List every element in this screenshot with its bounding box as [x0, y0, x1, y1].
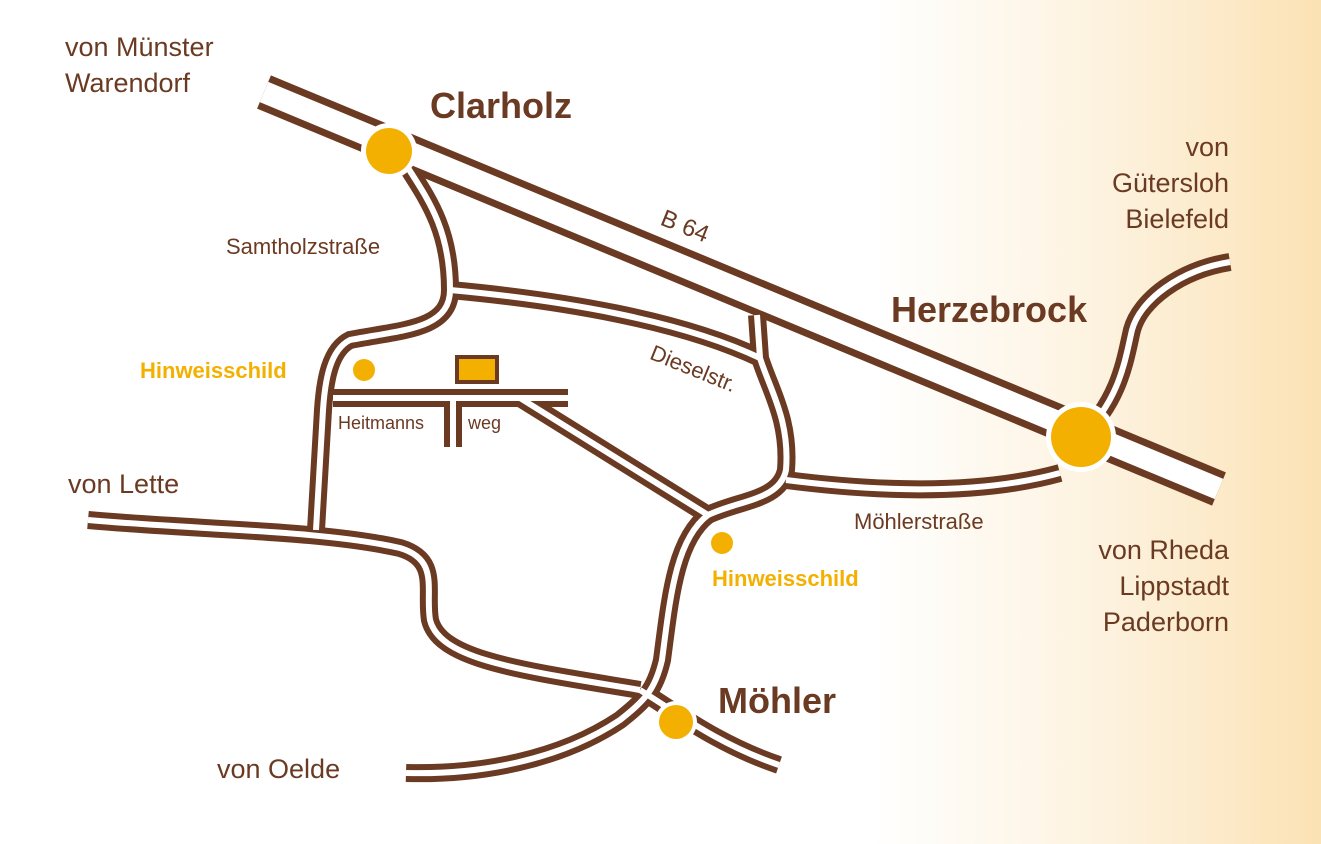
destination-marker	[455, 355, 499, 384]
road-dieselstrasse	[449, 281, 764, 367]
road-lette	[87, 511, 642, 699]
direction-line: von Münster	[65, 32, 214, 62]
sign-marker-left	[353, 359, 375, 381]
direction-oelde: von Oelde	[217, 756, 340, 792]
town-label-moehler: Möhler	[718, 680, 837, 721]
direction-lette: von Lette	[68, 471, 179, 507]
road-label-samtholzstrasse: Samtholzstraße	[226, 234, 381, 259]
direction-line: Paderborn	[1102, 607, 1229, 637]
road-label-heitmanns: Heitmanns	[338, 413, 425, 433]
direction-line: von Lette	[68, 469, 180, 499]
sign-label-left: Hinweisschild	[140, 358, 287, 383]
direction-line: Warendorf	[65, 68, 191, 98]
direction-line: von	[1185, 132, 1229, 162]
direction-line: von Rheda	[1098, 535, 1229, 565]
road-label-weg: weg	[468, 413, 502, 433]
direction-line: Bielefeld	[1125, 204, 1229, 234]
direction-line: Gütersloh	[1111, 168, 1229, 198]
sign-marker-right	[711, 532, 733, 554]
road-label-moehlerstrasse: Möhlerstraße	[854, 509, 984, 534]
direction-rheda: von Rheda Lippstadt Paderborn	[1098, 537, 1229, 645]
direction-line: Lippstadt	[1119, 571, 1229, 601]
sign-label-right: Hinweisschild	[712, 566, 859, 591]
town-label-clarholz: Clarholz	[430, 85, 573, 126]
direction-muenster: von Münster Warendorf	[65, 34, 214, 106]
direction-guetersloh: von Gütersloh Bielefeld	[1112, 134, 1229, 242]
town-label-herzebrock: Herzebrock	[891, 289, 1088, 330]
direction-line: von Oelde	[217, 754, 341, 784]
